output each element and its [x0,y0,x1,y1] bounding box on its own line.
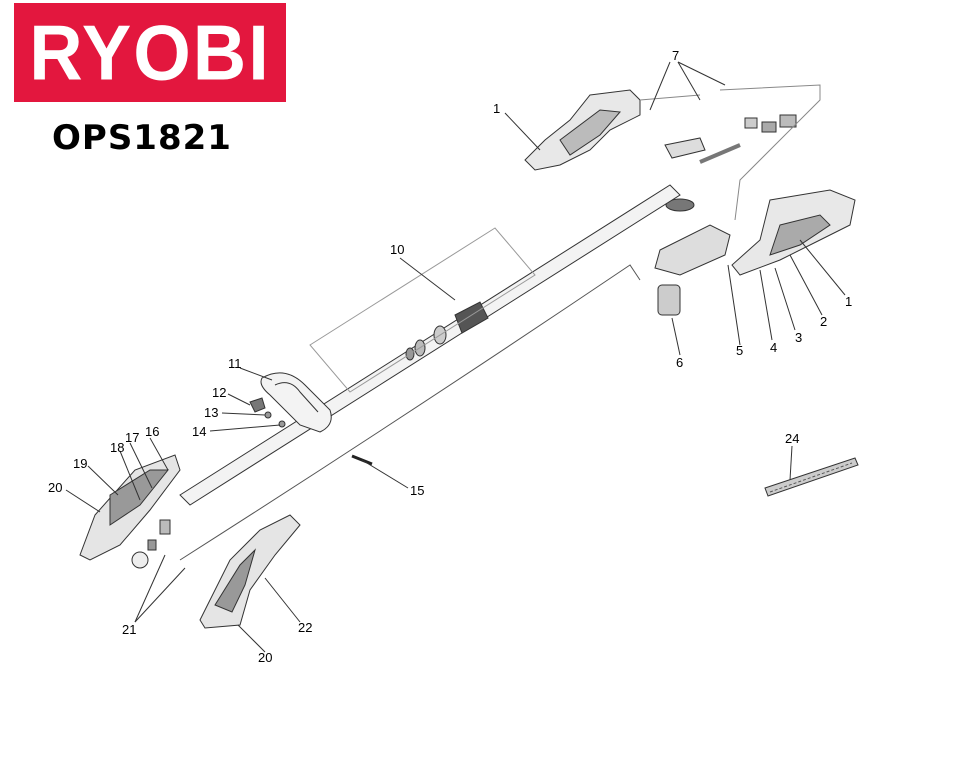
callout-21: 21 [122,622,136,637]
callout-17: 17 [125,430,139,445]
assembly-outline [309,227,536,393]
callout-20-right: 20 [258,650,272,665]
callout-1-side: 1 [845,294,852,309]
callout-16: 16 [145,424,159,439]
rear-handle-right [199,514,301,629]
callout-20-left: 20 [48,480,62,495]
power-cable [179,264,641,561]
callout-22: 22 [298,620,312,635]
blade [764,457,859,497]
motor [657,284,681,316]
callout-2: 2 [820,314,827,329]
callout-10: 10 [390,242,404,257]
callout-18: 18 [110,440,124,455]
callout-15: 15 [410,483,424,498]
model-number: OPS1821 [52,118,232,158]
callout-14: 14 [192,424,206,439]
callout-4: 4 [770,340,777,355]
gear-housing [654,224,731,276]
callout-7: 7 [672,48,679,63]
callout-6: 6 [676,355,683,370]
callout-12: 12 [212,385,226,400]
front-handle [260,372,332,433]
gear [665,198,695,212]
shaft-tube [179,184,681,506]
callout-5: 5 [736,343,743,358]
callout-13: 13 [204,405,218,420]
callout-11: 11 [228,356,242,371]
ryobi-logo: RYOBI [14,3,286,102]
logo-text: RYOBI [29,8,271,96]
callout-19: 19 [73,456,87,471]
callout-3: 3 [795,330,802,345]
callout-1-head: 1 [493,101,500,116]
gearbox-cover [664,137,706,159]
callout-24: 24 [785,431,799,446]
